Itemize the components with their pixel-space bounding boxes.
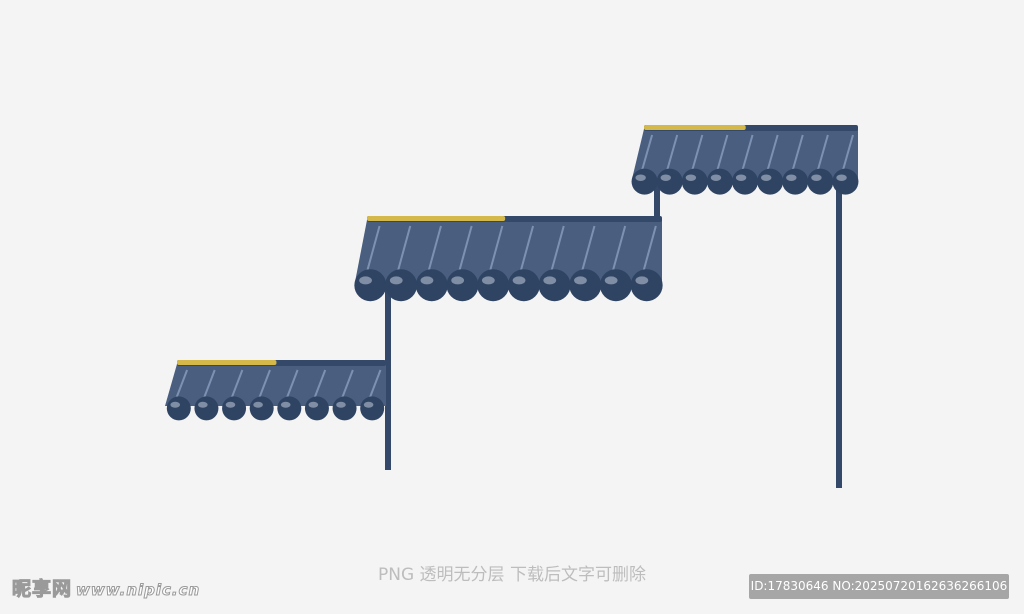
awning-mid-tile-highlight [389,276,403,285]
awning-high-tile-highlight [836,174,847,181]
awning-low-tile-highlight [225,401,236,408]
awning-mid-tile-highlight [359,276,372,285]
awning-mid-tile-highlight [574,276,587,285]
awning-mid-tile-highlight [481,276,495,285]
awning-high-tile-highlight [811,174,822,181]
awning-low-tile-highlight [308,401,319,408]
awning-low-tile-highlight [198,401,208,408]
awning-high-tile-highlight [786,174,797,181]
logo-text: 昵享网 [11,578,73,601]
awning-low-tile-highlight [280,401,291,408]
awning-low-gold-trim [177,360,277,365]
awning-mid-tile-highlight [451,276,465,285]
awning-mid-tile-highlight [543,276,557,285]
awning-low-tile-end [166,396,191,421]
awning-mid-tile-end [630,269,663,302]
awning-low-roof [165,364,386,406]
awning-high-tile-end [732,168,758,195]
awning-low-tile-end [332,396,357,421]
awning-mid-tile-end [569,269,602,302]
awning-mid-gold-trim [367,216,506,221]
awning-high-tile-end [681,168,708,195]
awning-low-tile-end [304,396,329,421]
awning-high-tile-highlight [761,174,772,181]
awning-low-tile-end [360,396,385,421]
awning-low-tile-highlight [363,401,374,408]
post-left [385,280,391,470]
awning-mid-roof [355,220,662,282]
logo-url: www.nipic.cn [76,581,201,600]
awning-high-tile-end [782,168,809,195]
awning-high-tile-highlight [685,174,697,181]
awning-mid-tile-end [415,269,448,302]
awning-high-tile-highlight [735,174,747,181]
awning-low-tile-highlight [336,401,346,408]
awning-mid-tile-highlight [604,276,618,285]
awning-mid-tile-end [477,269,510,302]
awning-mid-tile-highlight [512,276,526,285]
caption-text: PNG 透明无分层 下载后文字可删除 [378,565,646,585]
awning-high-tile-end [832,168,859,195]
awning-low-tile-end [249,396,274,421]
awning-mid-tile-end [599,269,632,302]
awning-high-tile-end [757,168,784,195]
awning-high-tile-highlight [710,174,722,181]
post-right [836,188,842,488]
awning-low-tile-highlight [170,401,181,408]
awning-mid-tile-highlight [635,276,649,285]
awning-low-tile-highlight [253,401,263,408]
awning-low-tile-end [277,396,302,421]
awning-mid-tile-end [538,269,571,302]
awning-high-tile-highlight [660,174,671,181]
awning-high-tile-end [706,168,733,195]
awning-high-tile-end [807,168,834,195]
awning-high-tile-end [631,168,658,195]
awning-high-tile-end [656,168,683,195]
awning-mid-tile-end [507,269,540,302]
awning-mid-tile-end [446,269,479,302]
awning-low-tile-end [222,396,247,421]
awning-mid-tile-end [385,269,418,302]
awning-mid-tile-end [354,269,387,302]
awning-mid-tile-highlight [420,276,434,285]
awning-low-tile-end [194,396,219,421]
post-middle [654,180,660,222]
awning-high-tile-highlight [635,174,646,181]
awning-high-gold-trim [644,125,746,130]
image-id-badge: ID:17830646 NO:20250720162636266106 [749,574,1009,599]
